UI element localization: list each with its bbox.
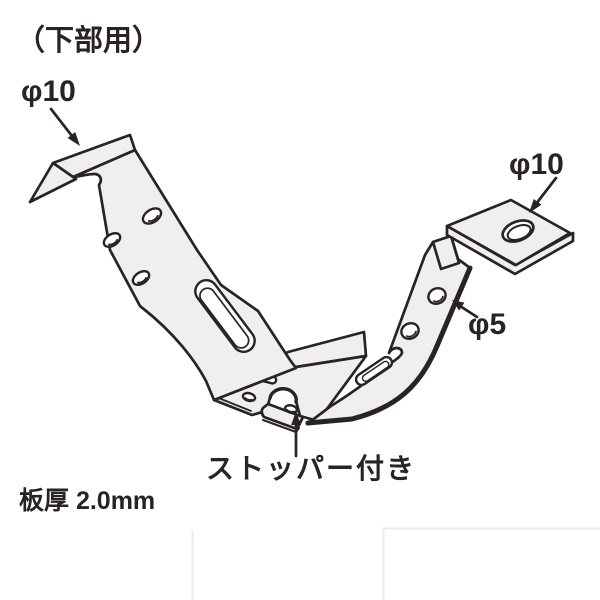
- left-arm-hole-2: [102, 232, 122, 248]
- dimension-label-phi10-left: φ10: [21, 75, 76, 108]
- dimension-label-phi5: φ5: [468, 308, 507, 341]
- base-bend-line: [215, 396, 252, 412]
- arrow-phi5: [452, 300, 479, 319]
- left-arm-hole-3: [131, 270, 151, 286]
- right-arm-slot: [354, 355, 394, 387]
- right-arm: [305, 234, 473, 426]
- stopper-hole: [283, 404, 299, 414]
- arrow-phi10-left: [49, 107, 80, 146]
- left-arm: [28, 133, 298, 402]
- right-arm-hole-2: [400, 321, 420, 341]
- variant-label: （下部用）: [16, 25, 162, 57]
- plate-thickness-label: 板厚 2.0mm: [19, 487, 156, 515]
- right-arm-hole-1: [427, 286, 447, 306]
- faint-cell-borders: [191, 527, 600, 600]
- stopper-label: ストッパー付き: [206, 453, 417, 484]
- base-hole: [241, 391, 257, 403]
- flange-side-flap: [28, 161, 78, 204]
- arrow-stopper: [291, 411, 301, 458]
- top-right-tab: [431, 198, 575, 276]
- left-arm-face: [71, 148, 298, 402]
- tab-hole-phi10: [501, 219, 535, 243]
- right-arm-thick-edge: [305, 265, 473, 426]
- arrow-phi10-right: [529, 176, 558, 213]
- left-arm-slot: [194, 279, 256, 353]
- u-notch-edge: [268, 387, 298, 404]
- dimension-label-phi10-right: φ10: [509, 148, 564, 181]
- left-arm-hole-1: [141, 207, 163, 225]
- annotation-arrows: [49, 107, 558, 458]
- tab-neck: [431, 234, 461, 271]
